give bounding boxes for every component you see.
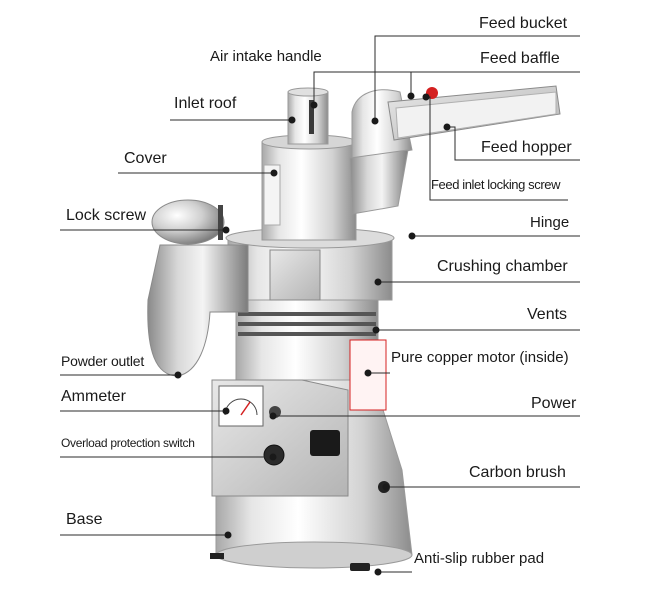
label-powder-outlet: Powder outlet <box>61 353 145 369</box>
label-feed-bucket: Feed bucket <box>479 15 568 32</box>
inlet-roof-shape <box>287 87 329 145</box>
label-lock-screw: Lock screw <box>66 207 147 224</box>
label-anti-slip-rubber-pad: Anti-slip rubber pad <box>414 550 545 567</box>
label-feed-baffle: Feed baffle <box>480 50 560 67</box>
label-base: Base <box>66 511 103 528</box>
label-hinge: Hinge <box>530 214 570 231</box>
leader-lines <box>60 35 580 573</box>
label-overload-protection-switch: Overload protection switch <box>61 436 195 450</box>
label-cover: Cover <box>124 150 167 167</box>
feed-hopper-shape <box>387 85 561 141</box>
label-air-intake-handle: Air intake handle <box>210 48 322 65</box>
label-inlet-roof: Inlet roof <box>174 95 237 112</box>
powder-outlet-shape <box>147 199 249 377</box>
label-carbon-brush: Carbon brush <box>469 464 566 481</box>
label-power: Power <box>531 395 577 412</box>
label-feed-inlet-locking-screw: Feed inlet locking screw <box>431 177 561 192</box>
cover-shape <box>261 134 357 241</box>
label-vents: Vents <box>527 306 568 323</box>
leader-dots <box>174 92 451 576</box>
control-panel-shape <box>211 379 390 497</box>
label-crushing-chamber: Crushing chamber <box>437 258 568 275</box>
label-feed-hopper: Feed hopper <box>481 139 572 156</box>
label-pure-copper-motor: Pure copper motor (inside) <box>391 349 569 366</box>
label-ammeter: Ammeter <box>61 388 126 405</box>
